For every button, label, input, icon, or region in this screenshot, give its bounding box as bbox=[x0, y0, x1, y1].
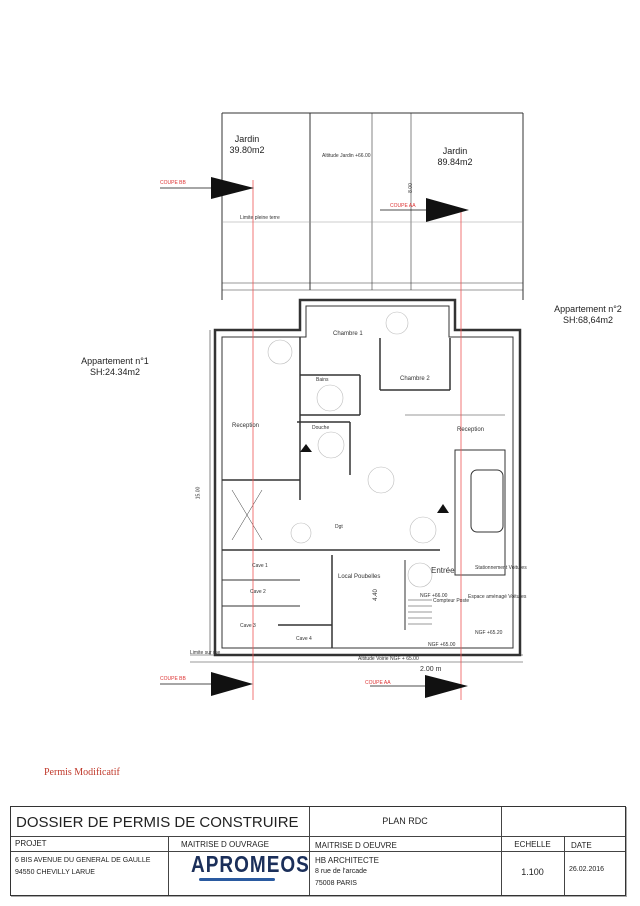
altitude-voirie-label: Altitude Voirie NGF + 65.00 bbox=[358, 656, 419, 662]
architecte-city: 75008 PARIS bbox=[315, 880, 357, 887]
maitrise-ouvrage-label: MAITRISE D OUVRAGE bbox=[181, 840, 270, 849]
dossier-title: DOSSIER DE PERMIS DE CONSTRUIRE bbox=[16, 814, 299, 831]
date-value: 26.02.2016 bbox=[569, 866, 605, 873]
jardin-name: Jardin bbox=[442, 146, 468, 156]
room-dgt: Dgt bbox=[335, 524, 343, 530]
permis-modificatif-stamp: Permis Modificatif bbox=[44, 767, 120, 778]
coupe-arrow-icon bbox=[211, 672, 253, 696]
apartment-area: SH:24.34m2 bbox=[89, 367, 141, 377]
coupe-bb-label: COUPE BB bbox=[160, 676, 186, 682]
room-compteur: Compteur Poste bbox=[433, 598, 470, 604]
coupe-arrow-icon bbox=[426, 198, 469, 222]
architecte-name: HB ARCHITECTE bbox=[315, 856, 380, 865]
room-cave-4: Cave 4 bbox=[296, 636, 312, 642]
date-label: DATE bbox=[571, 841, 592, 850]
limite-pleine-terre-label: Limite pleine terre bbox=[240, 215, 280, 221]
echelle-value: 1.100 bbox=[521, 867, 544, 877]
dimension-depth: 8.00 bbox=[407, 183, 414, 193]
room-espace-amenage: Espace aménagé Voitures bbox=[468, 594, 527, 600]
room-cave-1: Cave 1 bbox=[252, 563, 268, 569]
coupe-arrow-icon bbox=[425, 675, 468, 698]
ngf-label: NGF +65.00 bbox=[428, 642, 456, 648]
stair-up-icon bbox=[300, 444, 312, 452]
jardin-area: 39.80m2 bbox=[229, 145, 265, 155]
room-stationnement: Stationnement Voitures bbox=[475, 565, 527, 571]
room-chambre-1: Chambre 1 bbox=[333, 331, 363, 337]
coupe-aa-label: COUPE AA bbox=[365, 680, 391, 686]
ngf-label: NGF +65.20 bbox=[475, 630, 503, 636]
dimension-gate: 2.00 m bbox=[420, 666, 442, 673]
jardin-area: 89.84m2 bbox=[437, 157, 473, 167]
coupe-bb-label: COUPE BB bbox=[160, 180, 186, 186]
building-outline bbox=[213, 298, 522, 657]
stair-up-icon bbox=[437, 504, 449, 513]
room-reception-1: Reception bbox=[232, 423, 260, 429]
room-chambre-2: Chambre 2 bbox=[400, 376, 430, 382]
car-icon bbox=[470, 469, 504, 533]
projet-address-line-2: 94550 CHEVILLY LARUE bbox=[15, 869, 95, 876]
parking-space bbox=[454, 449, 506, 576]
room-douche: Douche bbox=[312, 425, 330, 431]
sheet-name: PLAN RDC bbox=[382, 816, 428, 826]
projet-label: PROJET bbox=[15, 839, 47, 848]
altitude-jardin-label: Altitude Jardin +66.00 bbox=[322, 153, 371, 159]
room-local-poubelles: Local Poubelles bbox=[338, 574, 381, 580]
coupe-arrow-icon bbox=[211, 177, 254, 199]
projet-address-line-1: 6 BIS AVENUE DU GENERAL DE GAULLE bbox=[15, 857, 151, 864]
apartment-area: SH:68,64m2 bbox=[562, 315, 614, 325]
apartment-name: Appartement n°2 bbox=[554, 304, 622, 314]
dimension-width: 15.00 bbox=[195, 486, 202, 500]
echelle-label: ECHELLE bbox=[514, 840, 551, 849]
room-entree: Entrée bbox=[431, 566, 455, 575]
room-reception-2: Reception bbox=[457, 427, 485, 433]
coupe-aa-label: COUPE AA bbox=[390, 203, 416, 209]
architecte-address: 8 rue de l'arcade bbox=[315, 868, 367, 875]
room-bains: Bains bbox=[316, 377, 329, 383]
apromeos-logo: APROMEOS bbox=[191, 853, 309, 881]
jardin-name: Jardin bbox=[234, 134, 260, 144]
title-block: DOSSIER DE PERMIS DE CONSTRUIRE PLAN RDC… bbox=[10, 806, 626, 896]
ngf-label: NGF +66.00 bbox=[420, 593, 448, 599]
room-cave-3: Cave 3 bbox=[240, 623, 256, 629]
apartment-name: Appartement n°1 bbox=[81, 356, 149, 366]
maitrise-oeuvre-label: MAITRISE D OEUVRE bbox=[315, 841, 397, 850]
room-cave-2: Cave 2 bbox=[250, 589, 266, 595]
dimension-local: 4.40 bbox=[372, 589, 379, 601]
limite-sur-rue-label: Limite sur rue bbox=[190, 650, 221, 656]
